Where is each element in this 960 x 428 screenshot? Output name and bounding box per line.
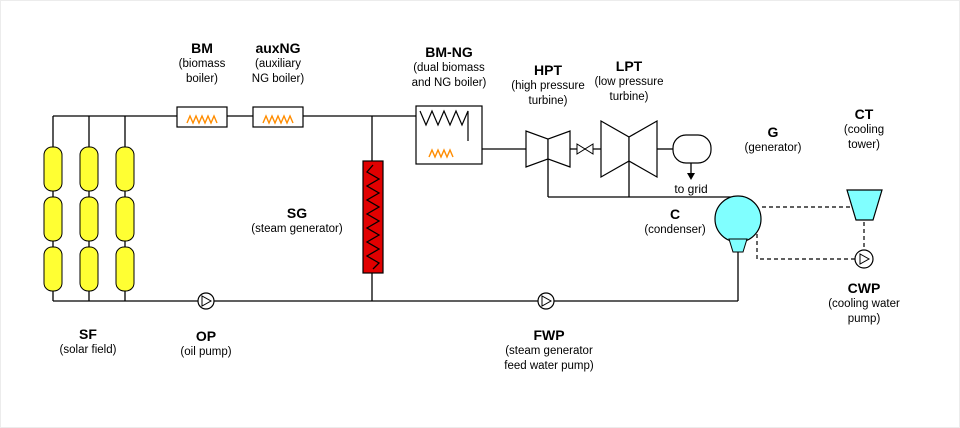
- label-generator: G (generator): [731, 123, 815, 156]
- lpt-left-half: [600, 119, 630, 179]
- label-sf: SF (solar field): [44, 325, 132, 358]
- label-cwp: CWP (cooling water pump): [828, 279, 900, 327]
- solar-field-collectors: [43, 146, 135, 292]
- sg-coil-icon: [365, 164, 381, 270]
- coupling-right: [584, 143, 594, 155]
- solar-collector-tube: [43, 196, 63, 242]
- solar-collector-tube: [115, 246, 135, 292]
- label-hpt: HPT (high pressure turbine): [498, 61, 598, 109]
- fwp-pump-symbol: [537, 292, 555, 310]
- bm-boiler-box: [176, 106, 228, 128]
- sf-desc: (solar field): [59, 344, 117, 357]
- label-ct: CT (cooling tower): [829, 105, 899, 153]
- cooling-water-lines: [756, 206, 865, 260]
- bmng-desc: (dual biomass and NG boiler): [411, 62, 487, 89]
- hpt-left-half: [525, 130, 549, 168]
- label-condenser: C (condenser): [633, 205, 717, 238]
- op-desc: (oil pump): [180, 346, 232, 359]
- to-grid-arrow-icon: [687, 173, 695, 180]
- shaft-coupling-icon: [576, 143, 594, 155]
- fwp-code: FWP: [533, 327, 565, 343]
- flame-icon: [186, 114, 218, 125]
- bmng-code: BM-NG: [425, 44, 473, 60]
- fwp-pump-impeller: [541, 295, 553, 307]
- c-code: C: [669, 206, 681, 222]
- op-pump-impeller: [201, 295, 213, 307]
- solar-collector-tube: [43, 146, 63, 192]
- sg-desc: (steam generator): [251, 223, 343, 236]
- condenser-body: [714, 195, 762, 243]
- condenser-shape: [714, 195, 762, 253]
- label-fwp: FWP (steam generator feed water pump): [499, 326, 599, 374]
- label-sg: SG (steam generator): [239, 204, 355, 237]
- coupling-left: [576, 143, 586, 155]
- condenser-hotwell: [728, 238, 748, 253]
- ct-code: CT: [854, 106, 874, 122]
- g-code: G: [767, 124, 779, 140]
- bm-code: BM: [191, 40, 213, 56]
- bmng-coil-icon: [419, 109, 469, 141]
- solar-collector-tube: [115, 146, 135, 192]
- c-desc: (condenser): [644, 224, 706, 237]
- to-grid-label: to grid: [674, 182, 708, 196]
- g-desc: (generator): [744, 142, 802, 155]
- cwp-desc: (cooling water pump): [828, 298, 900, 325]
- lpt-code: LPT: [615, 58, 643, 74]
- cwp-pump-impeller: [859, 253, 871, 265]
- op-code: OP: [195, 328, 217, 344]
- label-lpt: LPT (low pressure turbine): [579, 57, 679, 105]
- solar-collector-tube: [79, 146, 99, 192]
- auxng-desc: (auxiliary NG boiler): [251, 58, 305, 85]
- cooling-tower-shape: [846, 189, 883, 221]
- hpt-code: HPT: [534, 62, 562, 78]
- fwp-desc: (steam generator feed water pump): [504, 345, 594, 372]
- solar-collector-tube: [79, 246, 99, 292]
- solar-collector-tube: [79, 196, 99, 242]
- flame-icon: [428, 148, 454, 159]
- generator-body: [672, 134, 712, 164]
- flame-icon: [262, 114, 294, 125]
- hpt-right-half: [547, 130, 571, 168]
- generator-shape: [672, 134, 712, 180]
- bmng-boiler-box: [415, 105, 483, 165]
- auxng-code: auxNG: [255, 40, 301, 56]
- ct-desc: (cooling tower): [843, 124, 885, 151]
- label-op: OP (oil pump): [162, 327, 250, 360]
- cwp-pump-symbol: [854, 249, 874, 269]
- label-bmng: BM-NG (dual biomass and NG boiler): [406, 43, 492, 91]
- solar-collector-tube: [115, 196, 135, 242]
- solar-collector-tube: [43, 246, 63, 292]
- lpt-right-half: [628, 119, 658, 179]
- hpt-desc: (high pressure turbine): [511, 80, 585, 107]
- label-auxng: auxNG (auxiliary NG boiler): [247, 39, 309, 87]
- sg-code: SG: [286, 205, 308, 221]
- lpt-desc: (low pressure turbine): [594, 76, 664, 103]
- cwp-code: CWP: [847, 280, 881, 296]
- auxng-boiler-box: [252, 106, 304, 128]
- bmng-boiler-shell: [415, 105, 483, 165]
- lpt-turbine-shape: [600, 119, 658, 179]
- sg-vessel: [362, 160, 384, 274]
- label-bm: BM (biomass boiler): [166, 39, 238, 87]
- hpt-turbine-shape: [525, 130, 571, 168]
- bm-desc: (biomass boiler): [178, 58, 226, 85]
- op-pump-symbol: [197, 292, 215, 310]
- sf-code: SF: [79, 326, 97, 342]
